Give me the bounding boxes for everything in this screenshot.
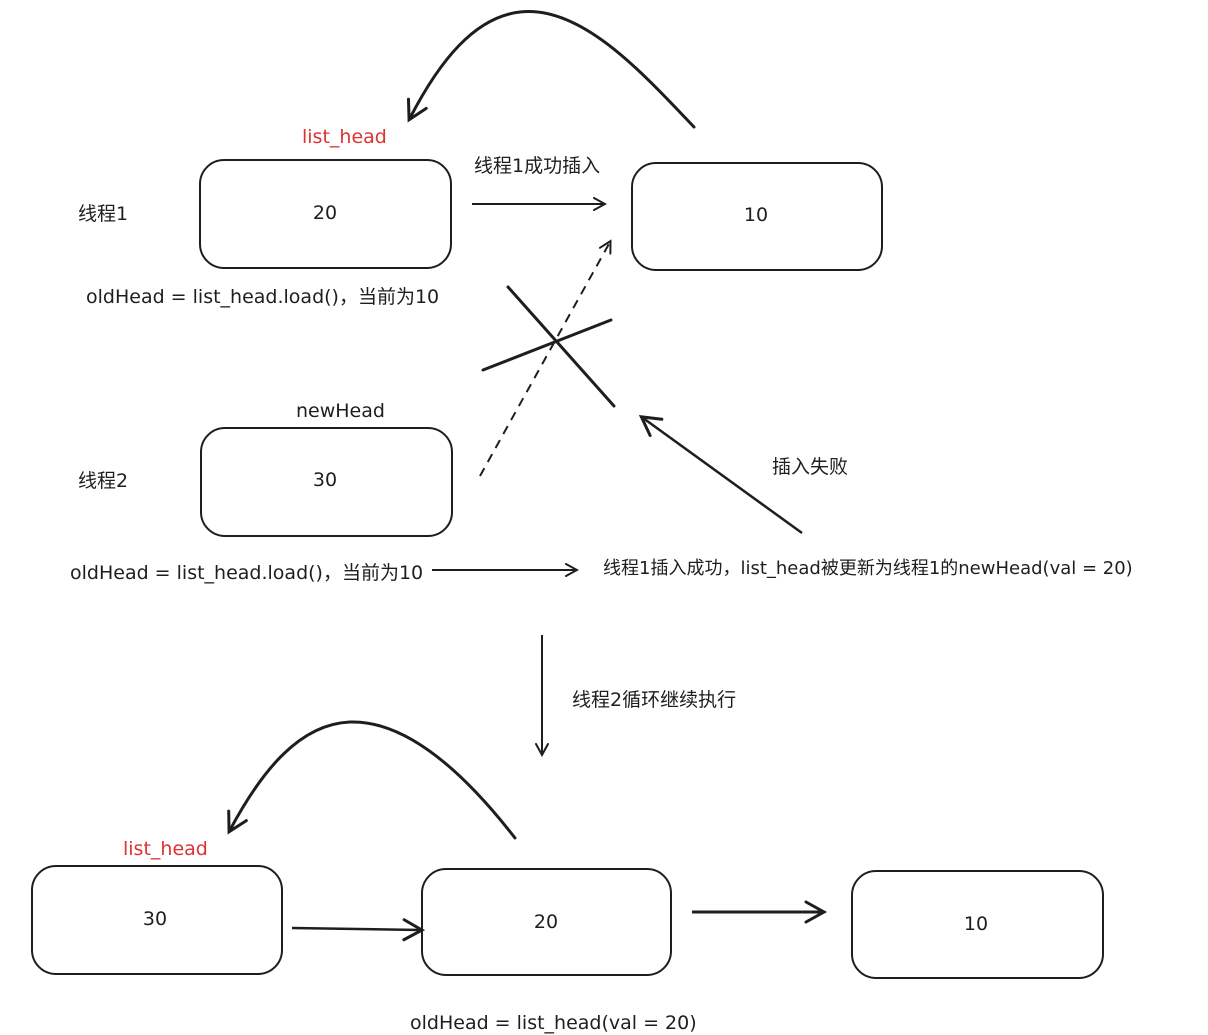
- new-head-label: newHead: [296, 400, 385, 422]
- insert-fail-label: 插入失败: [772, 456, 849, 478]
- bottom-node-30: [31, 865, 283, 975]
- list-head-label-top: list_head: [302, 126, 387, 148]
- insert-fail-arrow: [638, 415, 803, 535]
- bottom-node-10-value: 10: [963, 913, 989, 935]
- node-thread1-value: 20: [312, 202, 338, 224]
- bottom-node-10: [851, 870, 1104, 979]
- bottom-link-30-to-20: [291, 918, 426, 942]
- node-thread2-30: [200, 427, 453, 537]
- bottom-node-20-value: 20: [533, 911, 559, 933]
- list-head-label-bottom: list_head: [123, 838, 208, 860]
- bottom-old-head-note: oldHead = list_head(val = 20): [410, 1012, 697, 1034]
- loop-continue-label: 线程2循环继续执行: [572, 689, 737, 711]
- thread2-dashed-arrow: [479, 242, 610, 477]
- result-note: 线程1插入成功，list_head被更新为线程1的newHead(val = 2…: [603, 558, 1133, 579]
- thread1-old-head-note: oldHead = list_head.load()，当前为10: [86, 286, 440, 308]
- bottom-node-30-value: 30: [142, 908, 168, 930]
- cross-mark-line-2: [481, 318, 613, 372]
- node-target-10: [631, 162, 883, 271]
- list-head-move-arrow-top: [406, 10, 696, 129]
- cross-mark-line-1: [506, 285, 616, 408]
- list-head-move-arrow-bottom: [227, 720, 517, 840]
- thread2-label: 线程2: [78, 470, 129, 492]
- node-thread1-20: [199, 159, 452, 269]
- node-thread2-value: 30: [312, 469, 338, 491]
- insert-success-label: 线程1成功插入: [474, 155, 601, 177]
- thread1-label: 线程1: [78, 203, 129, 225]
- thread2-old-head-note: oldHead = list_head.load()，当前为10: [70, 562, 424, 584]
- node-target-value: 10: [743, 204, 769, 226]
